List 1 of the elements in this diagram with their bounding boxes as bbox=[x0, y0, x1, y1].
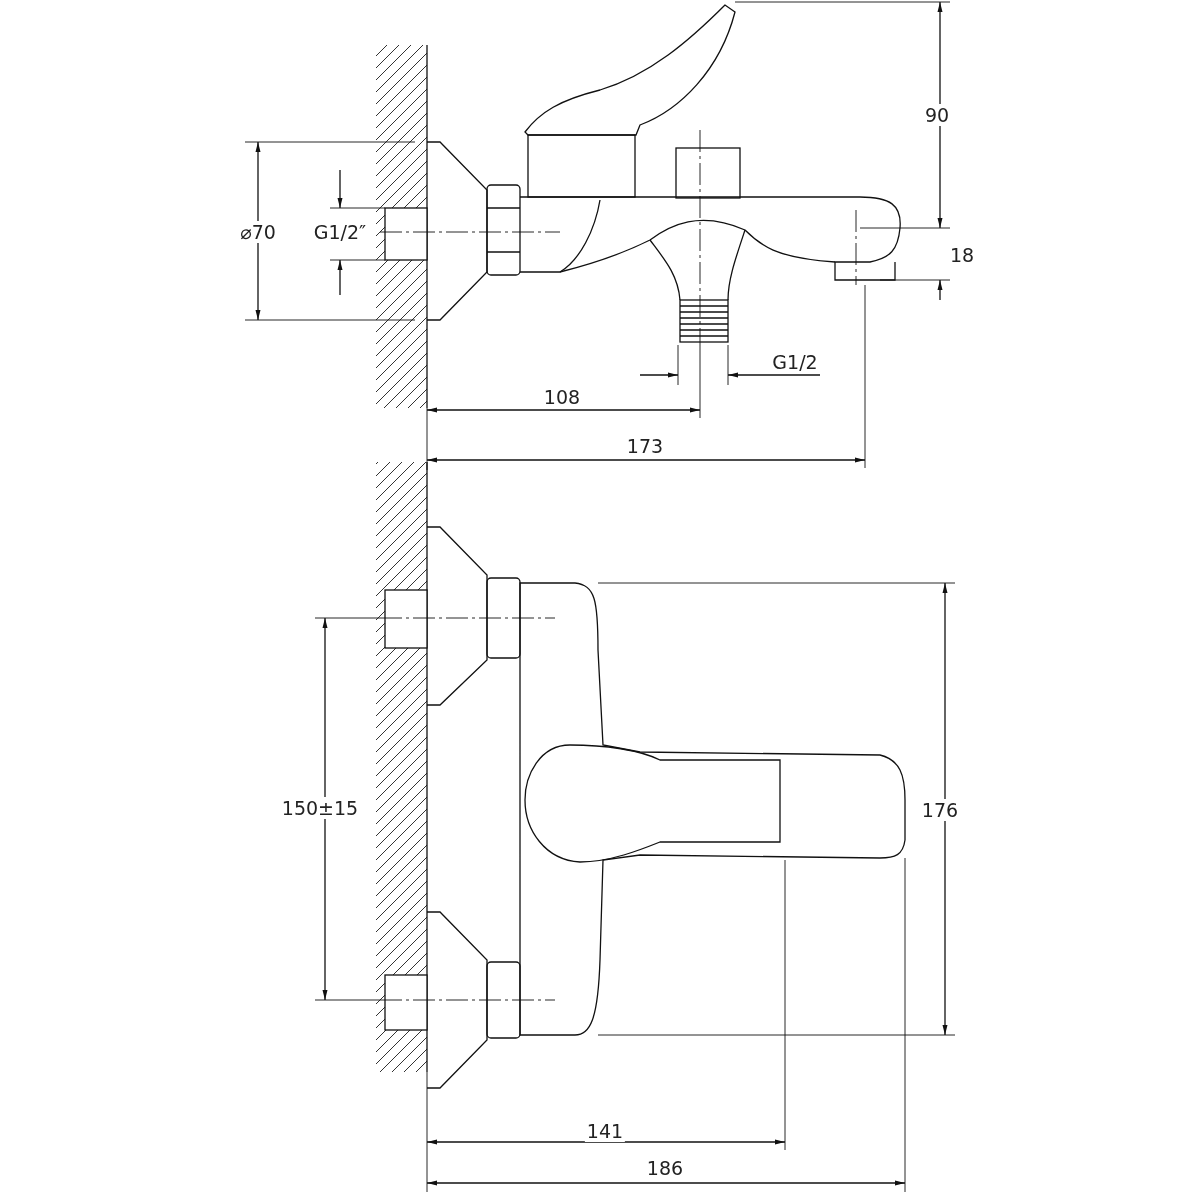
dimension-label: ⌀70 bbox=[238, 221, 278, 243]
